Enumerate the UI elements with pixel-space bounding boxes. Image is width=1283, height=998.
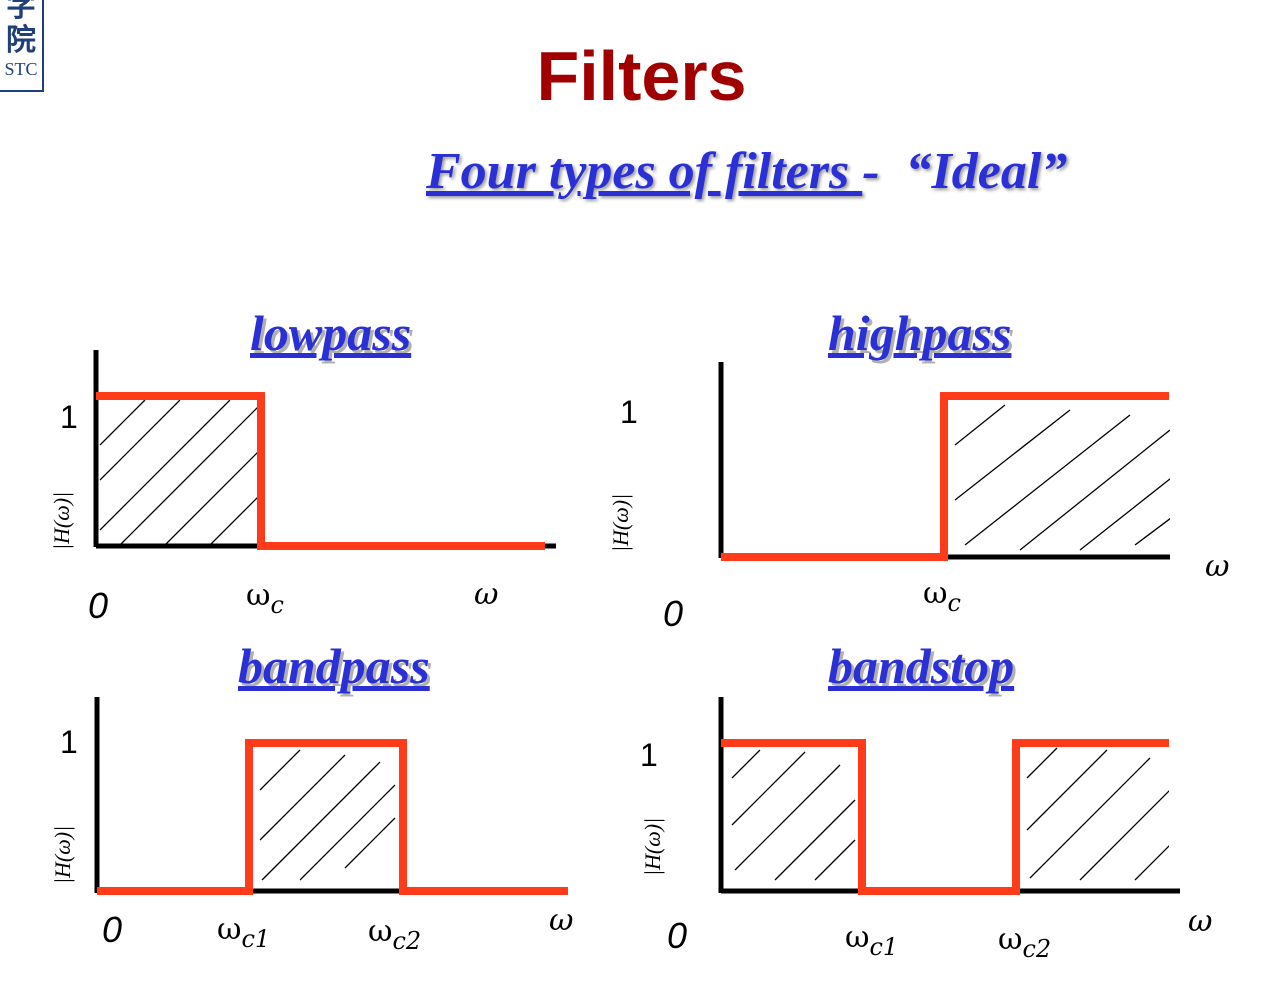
institution-logo: 字 院 STC — [0, 0, 44, 92]
logo-char-1: 字 — [6, 0, 36, 24]
subtitle-underlined: Four types of filters — [426, 143, 863, 200]
lowpass-cutoff-sub: c — [270, 591, 283, 619]
bandpass-y-label: |H(ω)| — [50, 826, 75, 884]
bandstop-cutoff-1-symbol: ω — [845, 920, 869, 955]
highpass-panel: highpass highpass 1 |H(ω)| 0 ωc ω — [608, 305, 1229, 634]
highpass-x-label: ω — [1205, 549, 1229, 584]
lowpass-cutoff-symbol: ω — [246, 578, 270, 613]
bandstop-title-shadow: bandstop — [831, 641, 1017, 697]
lowpass-y-label: |H(ω)| — [49, 492, 74, 550]
lowpass-title-shadow: lowpass — [253, 308, 414, 364]
bandstop-cutoff-2-sub: c2 — [1022, 935, 1051, 963]
subtitle-rest: - “Ideal” — [862, 143, 1068, 200]
bandpass-response-line — [97, 739, 568, 895]
bandpass-cutoff-2: ωc2 — [368, 914, 421, 955]
lowpass-y-tick: 1 — [60, 399, 78, 435]
bandpass-hatch — [259, 749, 396, 881]
bandpass-cutoff-1-symbol: ω — [217, 912, 241, 947]
bandpass-cutoff-2-sub: c2 — [392, 927, 421, 955]
bandstop-cutoff-2: ωc2 — [998, 922, 1051, 963]
highpass-y-label: |H(ω)| — [608, 494, 633, 552]
bandpass-cutoff-2-symbol: ω — [368, 914, 392, 949]
bandstop-hatch-left — [731, 749, 856, 881]
highpass-origin: 0 — [663, 593, 683, 634]
highpass-title: highpass — [828, 305, 1011, 361]
bandpass-y-tick: 1 — [60, 724, 78, 760]
highpass-title-shadow: highpass — [831, 308, 1014, 364]
highpass-cutoff-sub: c — [947, 589, 960, 617]
bandpass-panel: bandpass bandpass 1 |H(ω)| 0 ωc1 ωc2 ω — [50, 638, 573, 955]
bandstop-hatch-right — [1026, 747, 1169, 881]
bandstop-cutoff-1: ωc1 — [845, 920, 898, 961]
highpass-response-line — [721, 392, 1169, 561]
bandpass-cutoff-1: ωc1 — [217, 912, 270, 953]
bandstop-y-label: |H(ω)| — [640, 818, 665, 876]
lowpass-title: lowpass — [250, 305, 411, 361]
bandstop-origin: 0 — [667, 915, 687, 956]
logo-char-2: 院 — [6, 23, 36, 58]
bandstop-x-label: ω — [1188, 904, 1212, 939]
highpass-cutoff: ωc — [923, 576, 961, 617]
lowpass-response-line — [96, 392, 545, 550]
logo-letters: STC — [4, 59, 38, 79]
lowpass-origin: 0 — [88, 585, 108, 626]
bandpass-title-shadow: bandpass — [241, 641, 433, 697]
slide-subtitle: Four types of filters - “Ideal” — [426, 140, 1067, 204]
bandpass-x-label: ω — [549, 903, 573, 938]
bandpass-title: bandpass — [238, 638, 430, 694]
bandpass-origin: 0 — [102, 909, 122, 950]
highpass-y-tick: 1 — [620, 394, 638, 430]
highpass-cutoff-symbol: ω — [923, 576, 947, 611]
bandstop-title: bandstop — [828, 638, 1014, 694]
lowpass-panel: lowpass lowpass 1 |H(ω)| 0 ωc ω — [49, 305, 556, 626]
bandstop-response-line — [721, 739, 1169, 895]
lowpass-x-label: ω — [474, 577, 498, 612]
bandpass-cutoff-1-sub: c1 — [241, 925, 270, 953]
bandstop-y-tick: 1 — [640, 737, 658, 773]
highpass-hatch — [954, 404, 1170, 551]
lowpass-cutoff: ωc — [246, 578, 284, 619]
bandstop-cutoff-1-sub: c1 — [869, 933, 898, 961]
bandstop-cutoff-2-symbol: ω — [998, 922, 1022, 957]
bandstop-panel: bandstop bandstop 1 |H(ω)| 0 ωc1 ωc2 ω — [640, 638, 1212, 963]
lowpass-hatch — [99, 399, 261, 545]
slide-title: Filters — [536, 37, 747, 115]
